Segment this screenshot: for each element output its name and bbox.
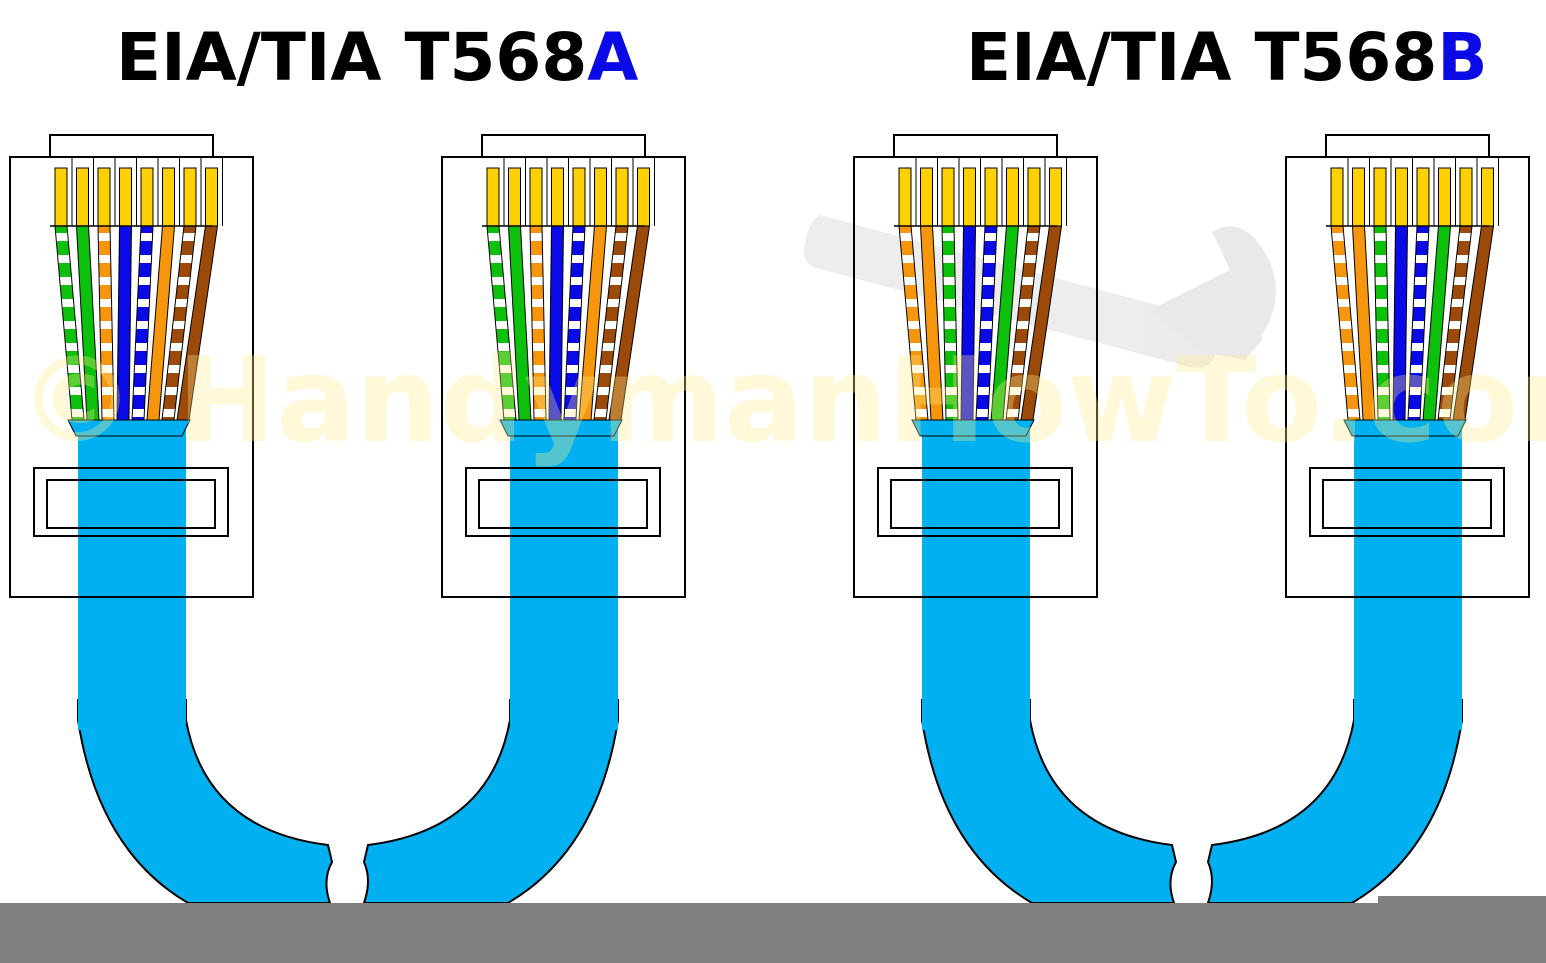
rj45-plug-left <box>9 134 254 730</box>
pin-contact-3 <box>1373 167 1387 227</box>
plug-top-rail <box>893 134 1058 158</box>
wire-pin-3 <box>529 225 547 421</box>
jacket-collar <box>911 419 1035 437</box>
jacket-collar <box>1343 419 1467 437</box>
wire-pin-4 <box>116 225 133 421</box>
plug-top-rail <box>49 134 214 158</box>
pin-contact-5 <box>572 167 586 227</box>
pin-contact-1 <box>1330 167 1344 227</box>
strain-relief <box>33 467 229 537</box>
pin-contact-7 <box>183 167 197 227</box>
cable-jacket <box>1354 430 1462 730</box>
pin-contact-1 <box>54 167 68 227</box>
wire-pin-4 <box>548 225 565 421</box>
bottom-bar-notch <box>1378 896 1546 906</box>
cable-t568a <box>9 134 686 904</box>
strain-relief <box>877 467 1073 537</box>
pin-contact-3 <box>97 167 111 227</box>
strain-relief-inner <box>478 479 648 529</box>
title-prefix: EIA/TIA T568 <box>116 19 588 96</box>
jacket-collar <box>499 419 623 437</box>
cable-loop-left <box>921 699 1178 904</box>
title-t568a: EIA/TIA T568A <box>116 18 638 98</box>
pin-contact-5 <box>1416 167 1430 227</box>
cable-loop-right <box>1206 699 1463 904</box>
wire-pin-3 <box>1373 225 1391 421</box>
pin-contact-4 <box>1395 167 1408 227</box>
strain-relief <box>1309 467 1505 537</box>
pin-contact-3 <box>529 167 543 227</box>
wire-pin-4 <box>960 225 977 421</box>
pin-contact-6 <box>594 167 607 227</box>
strain-relief-inner <box>46 479 216 529</box>
pin-contact-7 <box>1027 167 1041 227</box>
title-prefix: EIA/TIA T568 <box>966 19 1438 96</box>
cable-jacket <box>922 430 1030 730</box>
plug-top-rail <box>1325 134 1490 158</box>
pin-contact-8 <box>637 167 650 227</box>
cable-jacket <box>510 430 618 730</box>
bottom-bar <box>0 903 1546 963</box>
pin-contact-8 <box>1481 167 1494 227</box>
pin-contact-6 <box>162 167 175 227</box>
strain-relief <box>465 467 661 537</box>
plug-top-rail <box>481 134 646 158</box>
pin-contact-3 <box>941 167 955 227</box>
cable-t568b <box>853 134 1530 904</box>
pin-contact-4 <box>119 167 132 227</box>
cable-jacket <box>78 430 186 730</box>
pin-contact-7 <box>615 167 629 227</box>
pin-contact-5 <box>140 167 154 227</box>
pin-contact-4 <box>551 167 564 227</box>
strain-relief-inner <box>890 479 1060 529</box>
pin-contact-2 <box>1352 167 1365 227</box>
pin-contact-8 <box>205 167 218 227</box>
rj45-plug-left <box>853 134 1098 730</box>
pin-contact-6 <box>1438 167 1451 227</box>
wire-pin-3 <box>97 225 115 421</box>
pin-contact-8 <box>1049 167 1062 227</box>
rj45-plug-right <box>1285 134 1530 730</box>
standard-letter-a: A <box>587 19 639 96</box>
wire-pin-4 <box>1392 225 1409 421</box>
pin-contact-5 <box>984 167 998 227</box>
pin-contact-4 <box>963 167 976 227</box>
pin-contact-2 <box>508 167 521 227</box>
cable-loop-left <box>77 699 334 904</box>
strain-relief-inner <box>1322 479 1492 529</box>
pin-contact-7 <box>1459 167 1473 227</box>
pin-contact-2 <box>76 167 89 227</box>
standard-letter-b: B <box>1437 19 1488 96</box>
pin-contact-6 <box>1006 167 1019 227</box>
jacket-collar <box>67 419 191 437</box>
rj45-plug-right <box>441 134 686 730</box>
pin-contact-1 <box>898 167 912 227</box>
title-t568b: EIA/TIA T568B <box>966 18 1488 98</box>
pin-contact-2 <box>920 167 933 227</box>
cable-loop-right <box>362 699 619 904</box>
pin-contact-1 <box>486 167 500 227</box>
